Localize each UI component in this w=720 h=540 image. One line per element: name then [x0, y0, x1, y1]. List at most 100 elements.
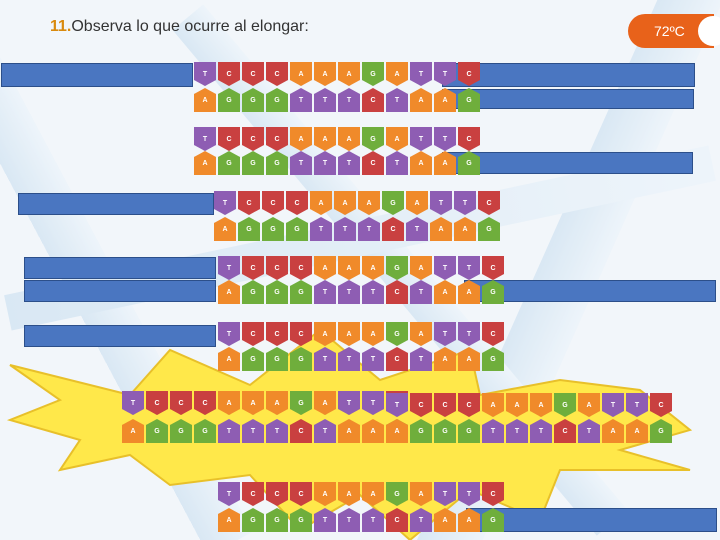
nucleotide-t: T: [362, 347, 384, 371]
page-title: 11.Observa lo que ocurre al elongar:: [50, 18, 309, 36]
nucleotide-a: A: [334, 191, 356, 215]
nucleotide-a: A: [458, 347, 480, 371]
nucleotide-t: T: [194, 127, 216, 151]
nucleotide-c: C: [170, 391, 192, 415]
nucleotide-g: G: [242, 88, 264, 112]
nucleotide-g: G: [266, 88, 288, 112]
nucleotide-t: T: [358, 217, 380, 241]
nucleotide-c: C: [290, 322, 312, 346]
nucleotide-g: G: [194, 419, 216, 443]
temperature-badge: 72ºC: [628, 14, 720, 48]
nucleotide-a: A: [458, 508, 480, 532]
nucleotide-t: T: [334, 217, 356, 241]
nucleotide-c: C: [218, 127, 240, 151]
nucleotide-g: G: [410, 419, 432, 443]
nucleotide-t: T: [314, 419, 336, 443]
nucleotide-g: G: [290, 508, 312, 532]
nucleotide-g: G: [146, 419, 168, 443]
nucleotide-a: A: [578, 393, 600, 417]
nucleotide-a: A: [314, 127, 336, 151]
nucleotide-c: C: [290, 256, 312, 280]
nucleotide-t: T: [338, 347, 360, 371]
nucleotide-g: G: [458, 151, 480, 175]
nucleotide-t: T: [386, 151, 408, 175]
nucleotide-a: A: [218, 347, 240, 371]
nucleotide-t: T: [314, 151, 336, 175]
nucleotide-t: T: [338, 88, 360, 112]
nucleotide-a: A: [410, 256, 432, 280]
nucleotide-a: A: [386, 419, 408, 443]
nucleotide-g: G: [290, 280, 312, 304]
nucleotide-a: A: [194, 151, 216, 175]
nucleotide-t: T: [410, 508, 432, 532]
nucleotide-c: C: [238, 191, 260, 215]
nucleotide-g: G: [266, 151, 288, 175]
nucleotide-a: A: [362, 482, 384, 506]
nucleotide-a: A: [314, 322, 336, 346]
nucleotide-a: A: [338, 322, 360, 346]
strand-bar: [1, 63, 193, 87]
nucleotide-c: C: [242, 127, 264, 151]
nucleotide-a: A: [434, 88, 456, 112]
nucleotide-t: T: [434, 256, 456, 280]
nucleotide-g: G: [218, 151, 240, 175]
nucleotide-c: C: [266, 62, 288, 86]
nucleotide-a: A: [338, 256, 360, 280]
nucleotide-t: T: [482, 419, 504, 443]
nucleotide-c: C: [386, 347, 408, 371]
nucleotide-a: A: [406, 191, 428, 215]
nucleotide-t: T: [434, 127, 456, 151]
nucleotide-c: C: [458, 393, 480, 417]
nucleotide-t: T: [362, 280, 384, 304]
nucleotide-g: G: [266, 508, 288, 532]
nucleotide-c: C: [266, 482, 288, 506]
nucleotide-a: A: [218, 280, 240, 304]
nucleotide-c: C: [458, 62, 480, 86]
nucleotide-a: A: [530, 393, 552, 417]
nucleotide-c: C: [262, 191, 284, 215]
nucleotide-t: T: [290, 151, 312, 175]
nucleotide-a: A: [602, 419, 624, 443]
nucleotide-a: A: [194, 88, 216, 112]
nucleotide-a: A: [338, 419, 360, 443]
nucleotide-a: A: [458, 280, 480, 304]
nucleotide-g: G: [382, 191, 404, 215]
nucleotide-t: T: [218, 419, 240, 443]
nucleotide-c: C: [146, 391, 168, 415]
nucleotide-g: G: [482, 347, 504, 371]
nucleotide-c: C: [242, 62, 264, 86]
nucleotide-t: T: [314, 508, 336, 532]
nucleotide-t: T: [386, 88, 408, 112]
nucleotide-t: T: [506, 419, 528, 443]
nucleotide-t: T: [410, 280, 432, 304]
nucleotide-c: C: [650, 393, 672, 417]
nucleotide-g: G: [218, 88, 240, 112]
nucleotide-t: T: [406, 217, 428, 241]
nucleotide-g: G: [242, 347, 264, 371]
nucleotide-g: G: [242, 151, 264, 175]
nucleotide-t: T: [362, 508, 384, 532]
nucleotide-t: T: [458, 322, 480, 346]
nucleotide-t: T: [338, 280, 360, 304]
nucleotide-t: T: [242, 419, 264, 443]
nucleotide-c: C: [286, 191, 308, 215]
nucleotide-a: A: [310, 191, 332, 215]
nucleotide-g: G: [290, 391, 312, 415]
nucleotide-a: A: [266, 391, 288, 415]
nucleotide-t: T: [434, 322, 456, 346]
nucleotide-g: G: [242, 508, 264, 532]
nucleotide-t: T: [410, 347, 432, 371]
nucleotide-g: G: [554, 393, 576, 417]
nucleotide-g: G: [458, 419, 480, 443]
nucleotide-g: G: [170, 419, 192, 443]
nucleotide-c: C: [266, 256, 288, 280]
